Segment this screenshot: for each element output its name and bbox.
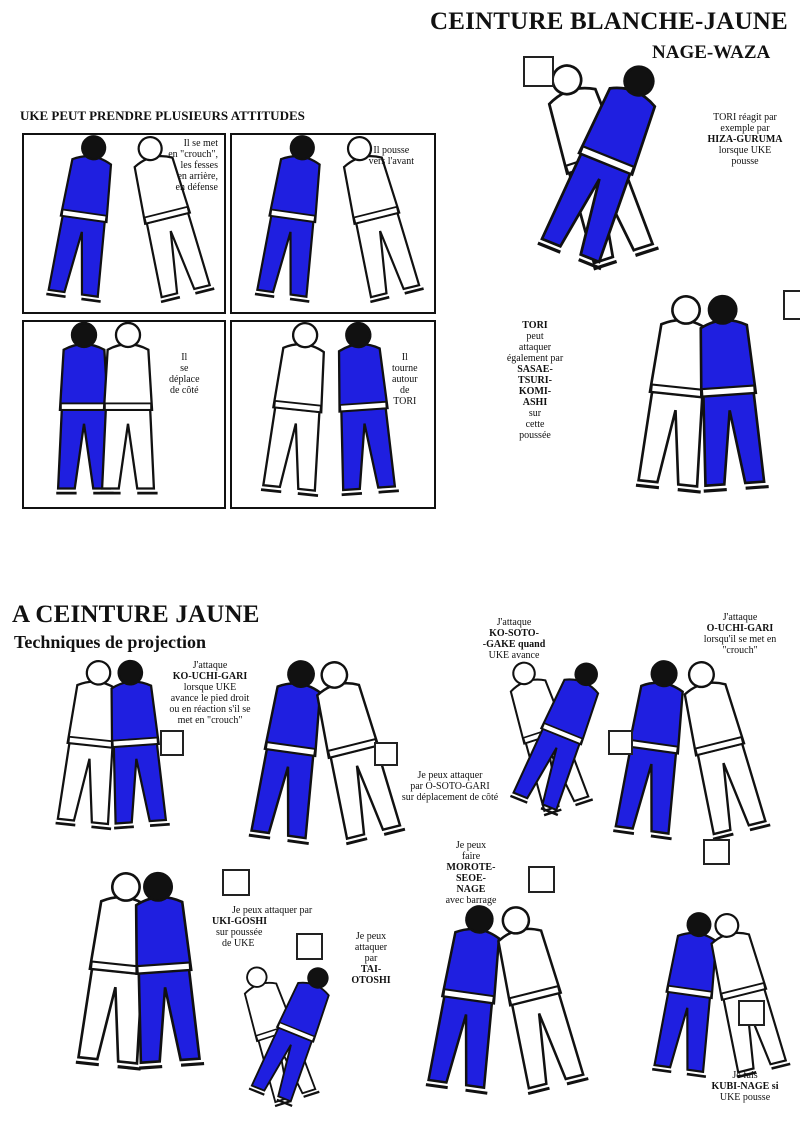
checkbox-tai-otoshi[interactable] (296, 933, 323, 960)
uke-figure (75, 872, 149, 1071)
judoka-drawing (56, 321, 158, 495)
judoka-drawing (243, 966, 330, 1108)
section-heading-ceinture-jaune: A CEINTURE JAUNE (12, 601, 260, 628)
morote-seoe-nage-illustration (425, 905, 589, 1105)
tori-figure (613, 660, 684, 841)
uke-figure (635, 295, 709, 494)
checkbox-uki-goshi[interactable] (222, 869, 250, 896)
tori-figure (110, 659, 170, 830)
kubi-nage-illustration (652, 912, 791, 1087)
section-heading-attitudes: UKE PEUT PRENDRE PLUSIEURS ATTITUDES (20, 108, 305, 123)
checkbox-morote-seoe-nage[interactable] (528, 866, 555, 893)
judoka-drawing (509, 661, 600, 817)
page-title: CEINTURE BLANCHE-JAUNE (430, 8, 788, 35)
checkbox-kubi-nage[interactable] (738, 1000, 765, 1026)
judoka-drawing (537, 64, 659, 271)
tori-figure (56, 321, 114, 495)
tori-figure (699, 294, 769, 493)
judo-illustration (24, 135, 224, 312)
checkbox-ko-uchi-gari[interactable] (160, 730, 184, 756)
checkbox-hiza-guruma[interactable] (523, 56, 554, 87)
section-subheading: Techniques de projection (14, 632, 207, 652)
tori-figure (652, 912, 718, 1079)
uke-figure (683, 661, 771, 841)
ko-soto-gake-illustration (485, 660, 630, 825)
o-soto-gari-illustration (248, 660, 406, 855)
judoka-drawing (75, 871, 205, 1071)
hiza-guruma-illustration (530, 62, 680, 282)
checkbox-sasae-tsuri-komi-ashi[interactable] (783, 290, 800, 320)
sasae-illustration (630, 294, 780, 505)
judoka-drawing (254, 135, 424, 304)
uke-figure (342, 135, 424, 304)
tori-figure (248, 967, 330, 1107)
judo-illustration (24, 321, 224, 507)
judoka-drawing (652, 912, 791, 1079)
tori-figure (134, 871, 205, 1070)
judoka-drawing (425, 905, 589, 1096)
judoka-drawing (248, 660, 406, 846)
uke-figure (100, 321, 158, 495)
tori-figure (425, 905, 501, 1095)
uke-figure (133, 135, 215, 304)
tori-figure (248, 660, 322, 845)
uke-figure (710, 912, 791, 1079)
tori-figure (537, 65, 657, 271)
uki-goshi-illustration (75, 871, 210, 1082)
tori-figure (46, 135, 113, 303)
judoka-drawing (46, 135, 215, 304)
judo-illustration (232, 135, 434, 312)
tori-figure (254, 135, 321, 303)
checkbox-ko-soto-gake[interactable] (608, 730, 633, 755)
uke-figure (497, 906, 589, 1096)
judoka-drawing (635, 294, 769, 494)
tori-figure (337, 321, 399, 497)
uke-figure (315, 661, 406, 846)
tori-figure (509, 662, 600, 817)
judoka-drawing (613, 660, 771, 841)
judo-illustration (232, 321, 434, 507)
ko-uchi-gari-illustration (50, 659, 180, 840)
judoka-drawing (55, 659, 170, 831)
uke-figure (260, 322, 326, 497)
judoka-drawing (260, 321, 399, 497)
tai-otoshi-illustration (215, 965, 365, 1115)
checkbox-o-soto-gari[interactable] (374, 742, 398, 766)
checkbox-o-uchi-gari[interactable] (703, 839, 730, 865)
page-subtitle: NAGE-WAZA (652, 42, 771, 63)
o-uchi-gari-illustration (610, 660, 771, 850)
uke-figure (55, 660, 118, 831)
